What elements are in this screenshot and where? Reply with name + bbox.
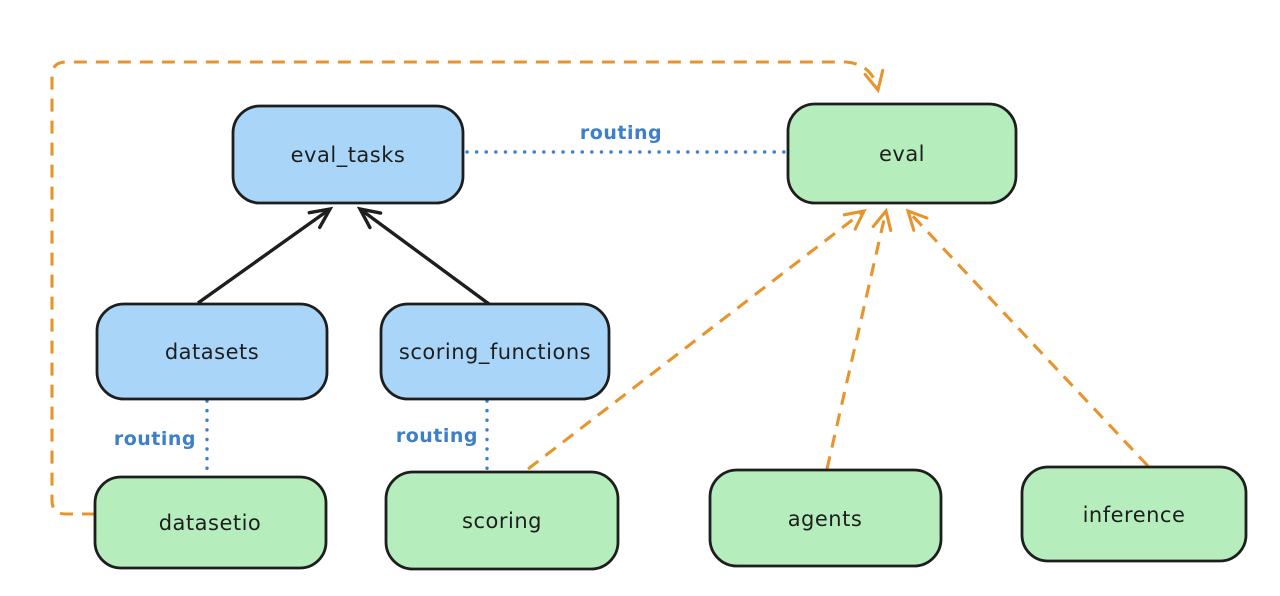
node-inference-label: inference [1083, 503, 1186, 527]
node-scoring-functions: scoring_functions [379, 302, 611, 401]
edge-label-routing-scoring: routing [396, 425, 478, 447]
node-eval: eval [786, 102, 1018, 205]
edge-agents-eval [825, 207, 893, 470]
edge-datasets-eval-tasks [197, 206, 334, 305]
node-scoring-functions-label: scoring_functions [399, 340, 591, 365]
node-inference: inference [1020, 465, 1248, 563]
edge-scoring-functions-eval-tasks [356, 206, 491, 306]
node-eval-label: eval [879, 142, 925, 166]
node-agents-label: agents [788, 507, 863, 531]
edge-inference-eval [905, 208, 1150, 468]
node-agents: agents [708, 468, 943, 568]
edge-label-routing-eval: routing [580, 122, 662, 144]
node-eval-tasks-label: eval_tasks [291, 143, 406, 168]
node-datasets-label: datasets [165, 340, 259, 364]
node-scoring-label: scoring [462, 509, 542, 533]
node-scoring: scoring [384, 470, 620, 571]
edge-datasetio-eval [50, 60, 885, 516]
node-datasetio: datasetio [93, 475, 328, 570]
edge-scoring-eval [527, 208, 867, 471]
edge-label-routing-datasetio: routing [114, 428, 196, 450]
node-datasetio-label: datasetio [159, 511, 262, 535]
node-datasets: datasets [95, 302, 329, 401]
node-eval-tasks: eval_tasks [231, 104, 465, 205]
